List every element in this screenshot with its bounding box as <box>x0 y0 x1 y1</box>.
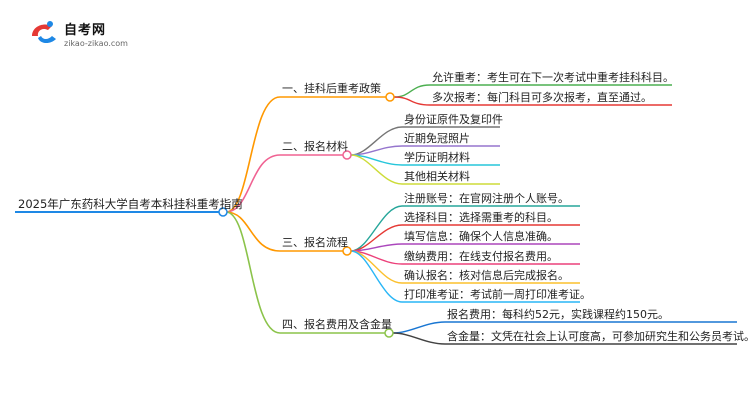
leaf-item: 身份证原件及复印件 <box>404 113 503 126</box>
leaf-item: 多次报考：每门科目可多次报考，直至通过。 <box>432 91 652 104</box>
leaf-item: 报名费用：每科约52元，实践课程约150元。 <box>447 308 669 321</box>
leaf-item: 缴纳费用：在线支付报名费用。 <box>404 250 558 263</box>
site-logo[interactable]: 自考网 zikao-zikao.com <box>28 6 148 50</box>
leaf-item: 含金量：文凭在社会上认可度高，可参加研究生和公务员考试。 <box>447 330 750 343</box>
branch-label: 三、报名流程 <box>282 236 348 249</box>
root-node-circle <box>218 207 228 217</box>
leaf-item: 允许重考：考生可在下一次考试中重考挂科科目。 <box>432 71 674 84</box>
branch-label: 二、报名材料 <box>282 140 348 153</box>
root-topic: 2025年广东药科大学自考本科挂科重考指南 <box>18 197 243 211</box>
branch-node-circle <box>385 92 395 102</box>
branch-connector <box>225 96 281 213</box>
leaf-item: 选择科目：选择需重考的科目。 <box>404 211 558 224</box>
branch-node-circle <box>342 150 352 160</box>
logo-title: 自考网 <box>64 23 107 38</box>
branch-label: 四、报名费用及含金量 <box>282 318 392 331</box>
leaf-item: 打印准考证：考试前一周打印准考证。 <box>404 288 591 301</box>
leaf-item: 确认报名：核对信息后完成报名。 <box>404 269 569 282</box>
leaf-connector <box>350 154 403 185</box>
leaf-item: 注册账号：在官网注册个人账号。 <box>404 192 569 205</box>
logo-icon <box>32 21 56 44</box>
logo-url: zikao-zikao.com <box>64 39 128 48</box>
leaf-connector <box>393 84 431 98</box>
leaf-connector <box>393 96 431 106</box>
branch-label: 一、挂科后重考政策 <box>282 82 381 95</box>
branch-connector <box>225 211 281 334</box>
branch-node-circle <box>342 246 352 256</box>
leaf-connector <box>392 332 446 345</box>
branch-connector <box>225 154 281 213</box>
leaf-connector <box>350 250 403 303</box>
leaf-item: 填写信息：确保个人信息准确。 <box>404 230 558 243</box>
branch-connector <box>225 211 281 252</box>
branch-node-circle <box>384 328 394 338</box>
leaf-item: 近期免冠照片 <box>404 132 470 145</box>
leaf-item: 其他相关材料 <box>404 170 470 183</box>
leaf-item: 学历证明材料 <box>404 151 470 164</box>
leaf-connector <box>392 321 446 334</box>
